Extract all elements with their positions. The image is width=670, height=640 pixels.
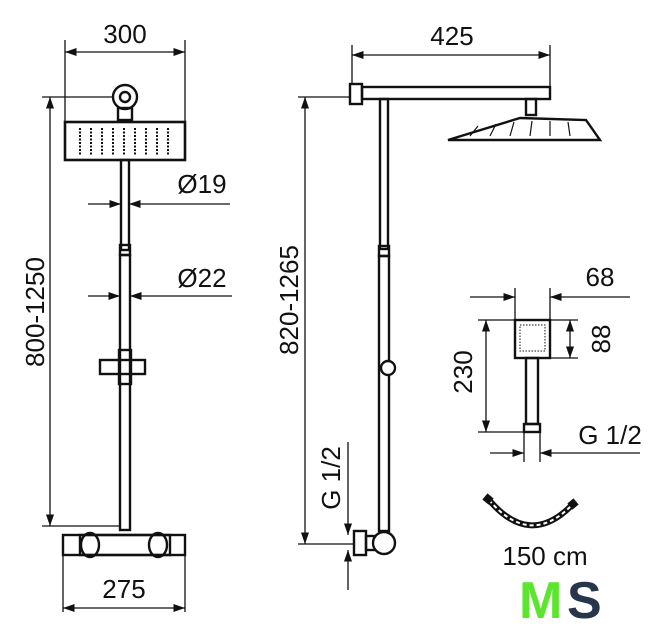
dim-inlet-thread: G 1/2 [316, 446, 346, 510]
front-view: 300 Ø19 Ø22 800-1250 [20, 19, 232, 613]
wall-bracket [348, 82, 364, 106]
hand-shower-slider [98, 358, 147, 376]
dim-hand-height: 88 [586, 325, 616, 354]
dim-arm-length: 425 [430, 21, 473, 51]
dim-hand-thread: G 1/2 [578, 420, 642, 450]
side-valve [352, 529, 368, 557]
dim-head-width: 300 [103, 19, 146, 49]
hose-length: 150 cm [502, 541, 587, 571]
dim-hand-length: 230 [448, 350, 478, 393]
upper-rail [119, 158, 131, 252]
logo-letter-m: M [519, 572, 562, 630]
lower-rail [118, 253, 132, 532]
dim-side-height: 820-1265 [274, 245, 304, 355]
hand-shower-handle [524, 356, 540, 426]
side-view: 425 820-1265 G 1/2 [274, 21, 603, 590]
hose: 150 cm [482, 493, 588, 571]
brand-logo: M S [519, 572, 602, 630]
dim-rail-diameter-upper: Ø19 [177, 169, 226, 199]
dim-thermostat-width: 275 [102, 574, 145, 604]
swivel-joint [116, 106, 134, 122]
side-upper-rail [378, 97, 390, 251]
ceiling-ring [111, 83, 139, 111]
side-lower-rail [377, 254, 391, 533]
shower-arm [360, 85, 552, 101]
dim-hand-width: 68 [586, 262, 615, 292]
dim-rail-diameter-lower: Ø22 [177, 263, 226, 293]
side-shower-head [447, 116, 603, 142]
dim-front-height: 800-1250 [20, 257, 50, 367]
hand-shower-view: 68 88 230 G 1/2 [448, 262, 642, 462]
slider-knob [379, 359, 397, 377]
logo-letter-s: S [567, 572, 602, 630]
